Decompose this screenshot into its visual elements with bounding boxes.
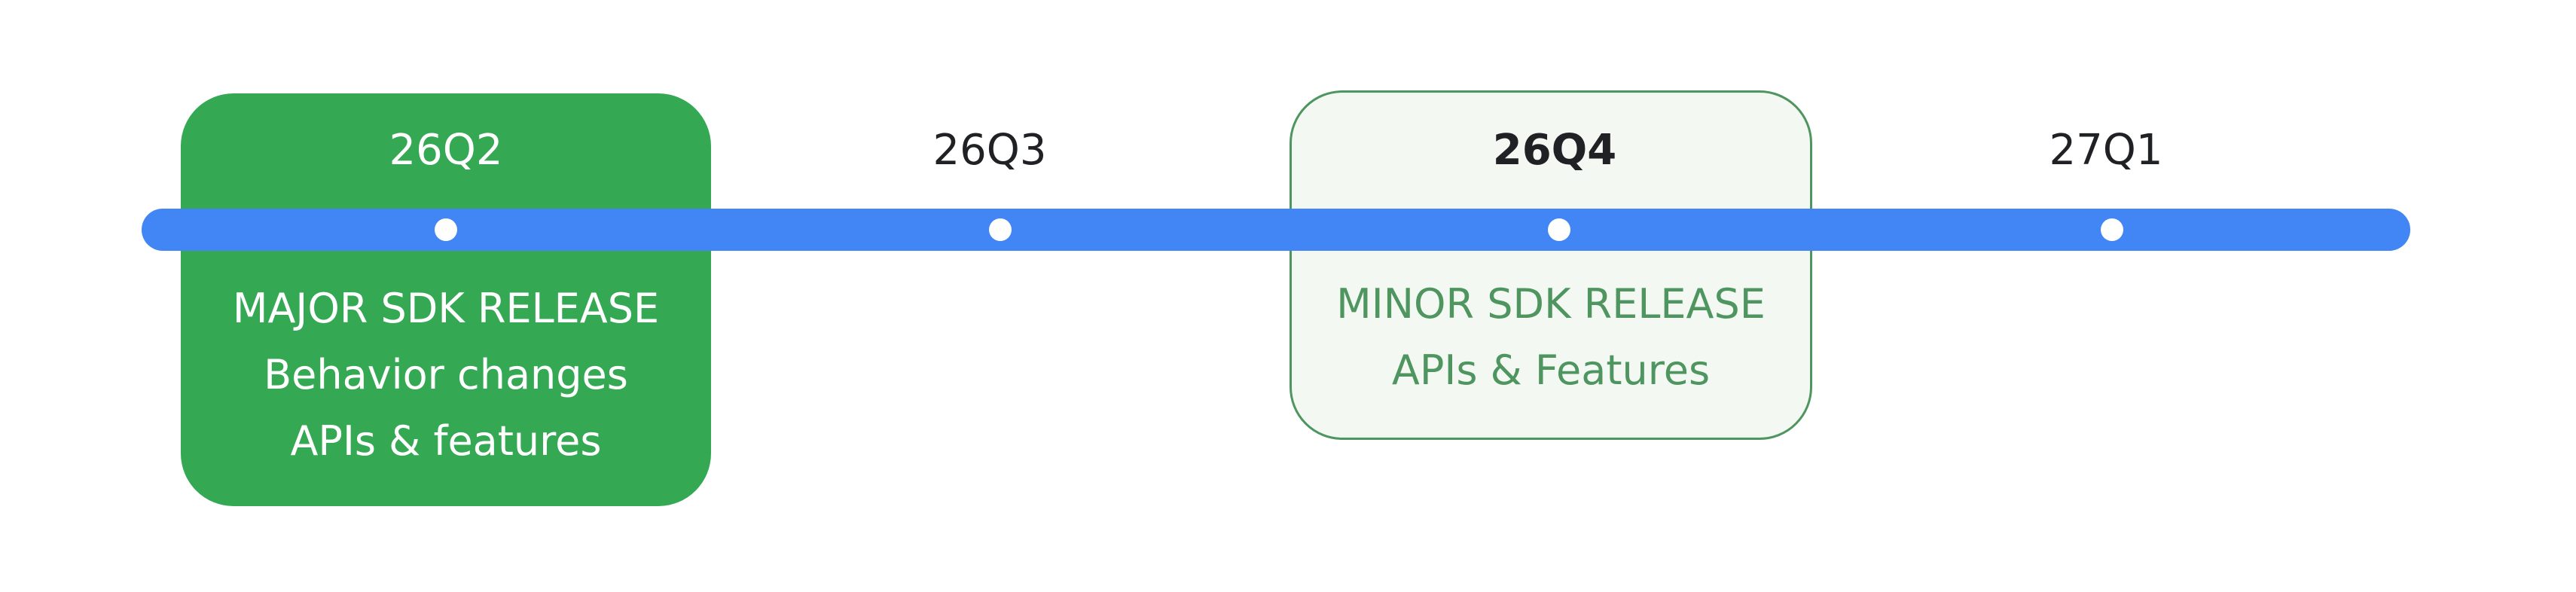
major-release-line-apis: APIs & features [290,417,602,465]
major-release-title: MAJOR SDK RELEASE [232,285,660,332]
timeline-dot-26q4 [1548,218,1570,241]
timeline-dot-27q1 [2101,218,2123,241]
timeline-track [142,209,2410,251]
quarter-label-26q3: 26Q3 [932,126,1047,175]
minor-release-box [1290,90,1812,440]
minor-release-title: MINOR SDK RELEASE [1336,280,1766,328]
timeline-dot-26q2 [435,218,457,241]
major-release-line-behavior: Behavior changes [264,351,628,398]
minor-release-text: MINOR SDK RELEASE APIs & Features [1290,271,1812,404]
quarter-label-26q2: 26Q2 [389,126,503,175]
major-release-text: MAJOR SDK RELEASE Behavior changes APIs … [181,276,711,475]
minor-release-line-apis: APIs & Features [1391,346,1711,394]
major-release-box [181,93,711,506]
quarter-label-27q1: 27Q1 [2049,126,2163,175]
quarter-label-26q4: 26Q4 [1492,126,1617,175]
timeline-dot-26q3 [989,218,1012,241]
